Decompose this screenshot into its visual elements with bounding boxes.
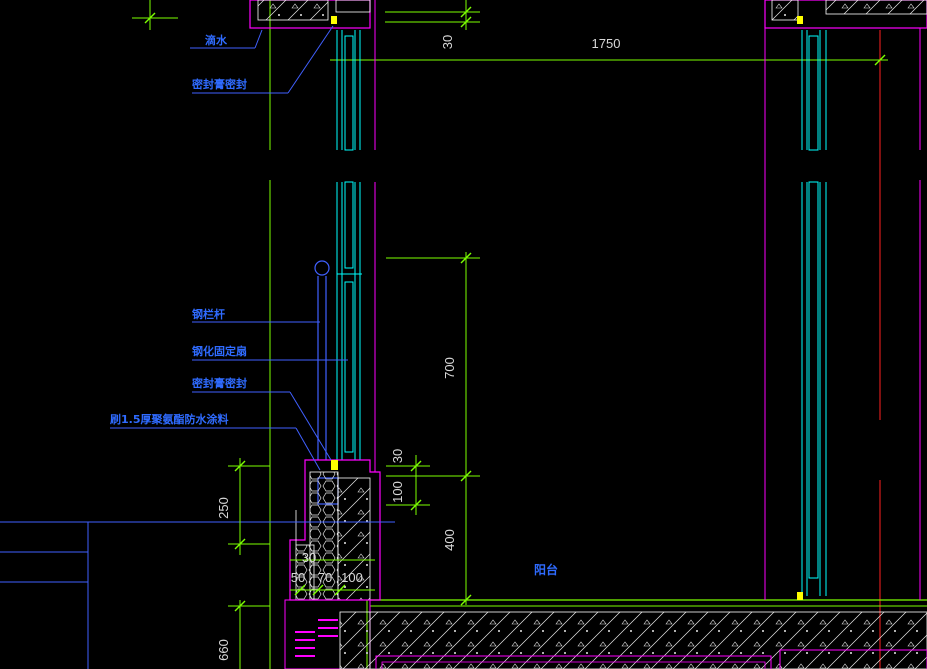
dimension-ticks	[144, 6, 886, 612]
dim-400: 400	[442, 529, 457, 551]
label-seal-top: 密封膏密封	[192, 77, 247, 91]
label-drip: 滴水	[205, 33, 228, 47]
dim-100-bottom: 100	[341, 570, 363, 585]
dim-660: 660	[216, 639, 231, 661]
top-left-slab	[249, 0, 371, 29]
right-sill-yellow	[797, 592, 803, 600]
dim-30-bot: 30	[302, 550, 316, 565]
label-balcony: 阳台	[534, 562, 558, 577]
dim-30-top: 30	[440, 35, 455, 49]
leader-lines	[110, 25, 348, 471]
axis-lines	[269, 0, 927, 669]
dim-100: 100	[390, 481, 405, 503]
left-window-frame	[336, 30, 362, 460]
dim-1750: 1750	[592, 36, 621, 51]
top-right-slab	[764, 0, 927, 29]
dim-50: 50	[291, 570, 305, 585]
right-window-frame	[801, 30, 827, 596]
label-tempered-glass: 钢化固定扇	[192, 344, 247, 358]
dim-30-mid: 30	[390, 449, 405, 463]
label-steel-railing: 钢栏杆	[192, 307, 225, 321]
dim-250: 250	[216, 497, 231, 519]
label-waterproof-coating: 刷1.5厚聚氨酯防水涂料	[110, 412, 229, 426]
lower-left-steps	[0, 521, 395, 669]
parapet-section	[289, 459, 381, 601]
label-seal-mid: 密封膏密封	[192, 376, 247, 390]
dim-700: 700	[442, 357, 457, 379]
dim-70: 70	[318, 570, 332, 585]
floor-slab	[284, 599, 927, 669]
